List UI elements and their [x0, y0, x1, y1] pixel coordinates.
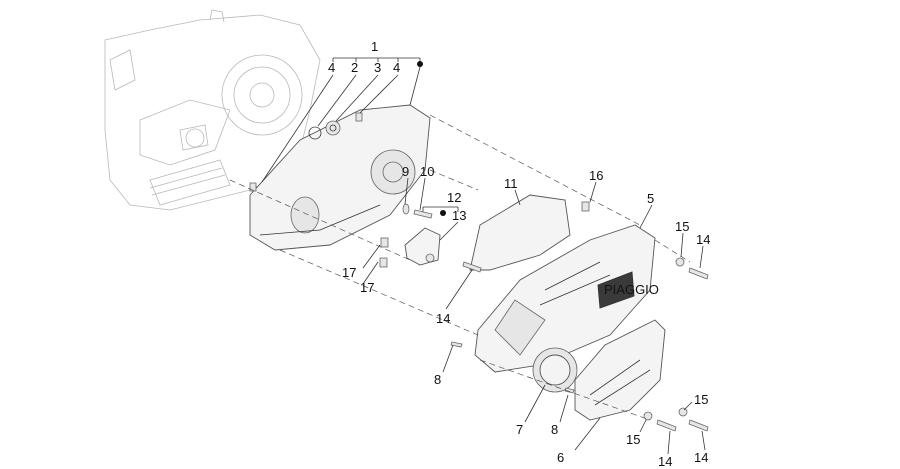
callout-4a: 4: [328, 60, 335, 75]
washer-15b: [678, 407, 688, 417]
bracket-12: [404, 227, 441, 266]
insulation-panel-11: [469, 194, 571, 271]
callout-6: 6: [557, 450, 564, 465]
bullet-marker-1: [417, 61, 423, 67]
bullet-marker-13: [440, 210, 446, 216]
callout-14d: 14: [694, 450, 708, 465]
leader-lines: [261, 57, 706, 455]
callout-15c: 15: [626, 432, 640, 447]
callout-12: 12: [447, 190, 461, 205]
dowel-4a: [249, 182, 257, 192]
callout-7: 7: [516, 422, 523, 437]
stud-17b: [379, 257, 388, 268]
washer-15c: [643, 411, 653, 421]
outer-transmission-cover-5: PIAGGIO: [474, 224, 659, 373]
callout-17a: 17: [342, 265, 356, 280]
dowel-4b: [355, 112, 363, 122]
callout-15b: 15: [694, 392, 708, 407]
bolt-14c: [656, 419, 677, 432]
decor-ring-7: [532, 347, 578, 393]
callout-labels: 1 4 2 3 4 10 9 11 12 13 16 5 15 14 17 17…: [328, 39, 710, 469]
callout-8a: 8: [434, 372, 441, 387]
callout-9: 9: [402, 164, 409, 179]
bolt-14a: [688, 267, 709, 280]
screw-8a: [450, 341, 463, 348]
bolt-14-mid: [462, 261, 482, 273]
callout-2: 2: [351, 60, 358, 75]
callout-5: 5: [647, 191, 654, 206]
callout-13: 13: [452, 208, 466, 223]
stud-17a: [380, 237, 389, 248]
callout-1: 1: [371, 39, 378, 54]
callout-17b: 17: [360, 280, 374, 295]
circlip-2: [308, 126, 322, 140]
cover-logo-text: PIAGGIO: [604, 282, 659, 297]
trim-panel-6: [574, 319, 666, 421]
callout-16: 16: [589, 168, 603, 183]
callout-8b: 8: [551, 422, 558, 437]
washer-15a: [675, 257, 685, 267]
bolt-14d: [688, 419, 709, 432]
washer-9: [402, 203, 410, 215]
callout-11: 11: [504, 176, 518, 191]
callout-4b: 4: [393, 60, 400, 75]
callout-3: 3: [374, 60, 381, 75]
callout-14a: 14: [696, 232, 710, 247]
callout-14b: 14: [436, 311, 450, 326]
pin-16: [581, 201, 590, 212]
assembly-axis-lines: [229, 114, 691, 421]
seal-3: [325, 120, 341, 136]
callout-10: 10: [420, 164, 434, 179]
callout-14c: 14: [658, 454, 672, 469]
inner-transmission-cover: [249, 104, 431, 251]
callout-15a: 15: [675, 219, 689, 234]
bolt-10: [413, 209, 433, 219]
